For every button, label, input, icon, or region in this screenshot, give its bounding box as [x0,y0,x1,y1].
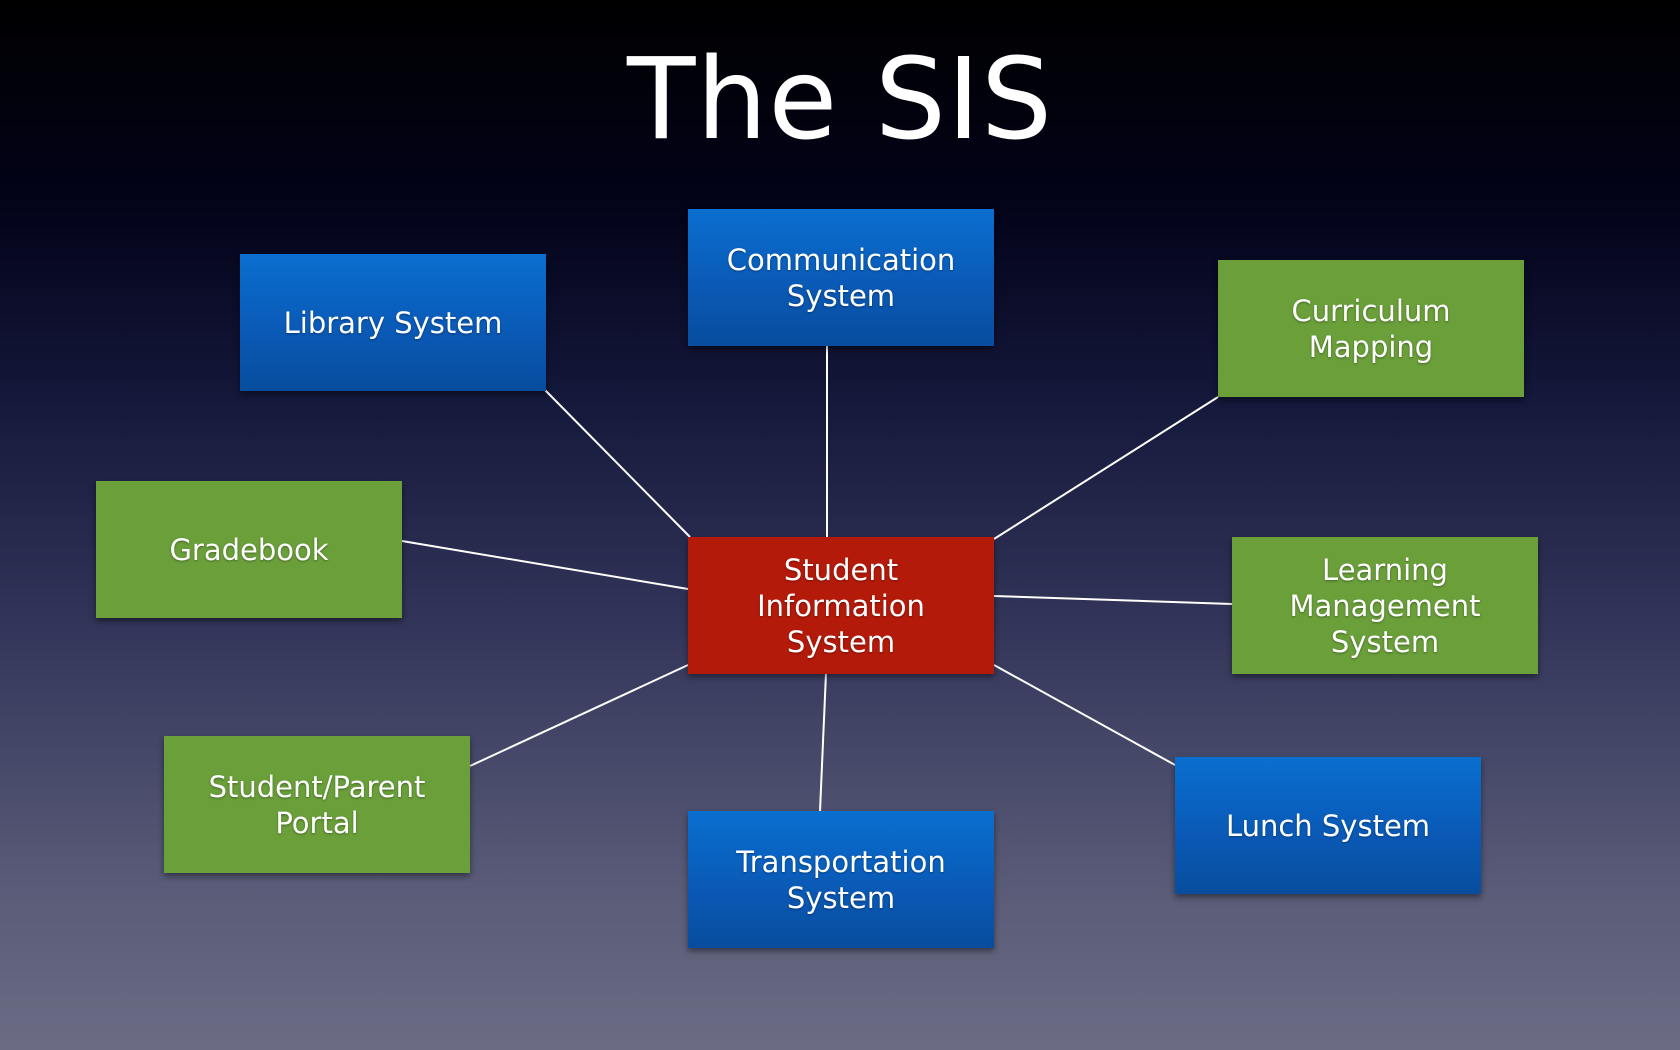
lunch-system-label: Lunch System [1225,808,1431,843]
communication-system-label: Communication System [726,242,956,313]
slide-title: The SIS [626,35,1054,165]
library-system-label: Library System [283,305,503,340]
connector-curriculum [993,396,1219,540]
gradebook-box: Gradebook [96,481,402,618]
curriculum-mapping-label: Curriculum Mapping [1291,293,1451,364]
learning-management-system-box: Learning Management System [1232,537,1538,674]
transportation-system-box: Transportation System [688,811,994,948]
curriculum-mapping-box: Curriculum Mapping [1218,260,1524,397]
connector-library [544,389,691,538]
connector-lunch [993,664,1176,766]
lunch-system-box: Lunch System [1175,757,1481,894]
library-system-box: Library System [240,254,546,391]
student-parent-portal-label: Student/Parent Portal [208,769,426,840]
connector-transportation [819,672,827,812]
connector-portal [469,664,689,767]
gradebook-label: Gradebook [169,532,329,567]
connector-gradebook [401,540,689,590]
student-parent-portal-box: Student/Parent Portal [164,736,470,873]
student-information-system-label: Student Information System [757,552,925,659]
student-information-system-hub: Student Information System [688,537,994,674]
learning-management-system-label: Learning Management System [1289,552,1481,659]
communication-system-box: Communication System [688,209,994,346]
connector-lms [993,595,1233,605]
transportation-system-label: Transportation System [736,844,946,915]
